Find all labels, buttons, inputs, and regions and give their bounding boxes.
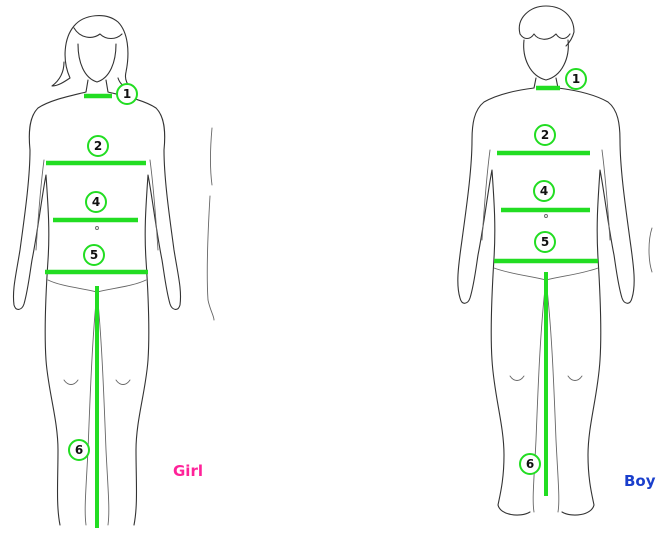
boy-marker-5: 5 xyxy=(535,232,555,252)
girl-marker-6: 6 xyxy=(69,440,89,460)
girl-label: Girl xyxy=(173,462,203,480)
svg-text:2: 2 xyxy=(94,139,102,153)
boy-label: Boy xyxy=(624,472,656,490)
girl-marker-2: 2 xyxy=(88,136,108,156)
svg-text:4: 4 xyxy=(540,184,548,198)
boy-marker-2: 2 xyxy=(535,125,555,145)
svg-text:1: 1 xyxy=(572,72,580,86)
boy-face xyxy=(524,40,569,80)
girl-figure: 1 2 4 5 6 xyxy=(13,16,180,528)
svg-text:1: 1 xyxy=(123,87,131,101)
boy-figure: 1 2 4 5 6 xyxy=(458,6,634,515)
boy-marker-6: 6 xyxy=(520,454,540,474)
girl-side-figure-fragment xyxy=(207,128,214,320)
boy-side-figure-fragment xyxy=(649,228,652,272)
svg-text:6: 6 xyxy=(75,443,83,457)
boy-marker-4: 4 xyxy=(534,181,554,201)
girl-marker-5: 5 xyxy=(84,245,104,265)
girl-face xyxy=(78,44,116,82)
girl-hair xyxy=(52,16,132,88)
girl-navel xyxy=(96,227,99,230)
svg-text:5: 5 xyxy=(541,235,549,249)
boy-hair xyxy=(519,6,574,46)
boy-navel xyxy=(545,215,548,218)
svg-text:4: 4 xyxy=(92,195,100,209)
svg-text:2: 2 xyxy=(541,128,549,142)
svg-text:5: 5 xyxy=(90,248,98,262)
boy-marker-1: 1 xyxy=(566,69,586,89)
girl-marker-4: 4 xyxy=(86,192,106,212)
svg-text:6: 6 xyxy=(526,457,534,471)
girl-marker-1: 1 xyxy=(117,84,137,104)
